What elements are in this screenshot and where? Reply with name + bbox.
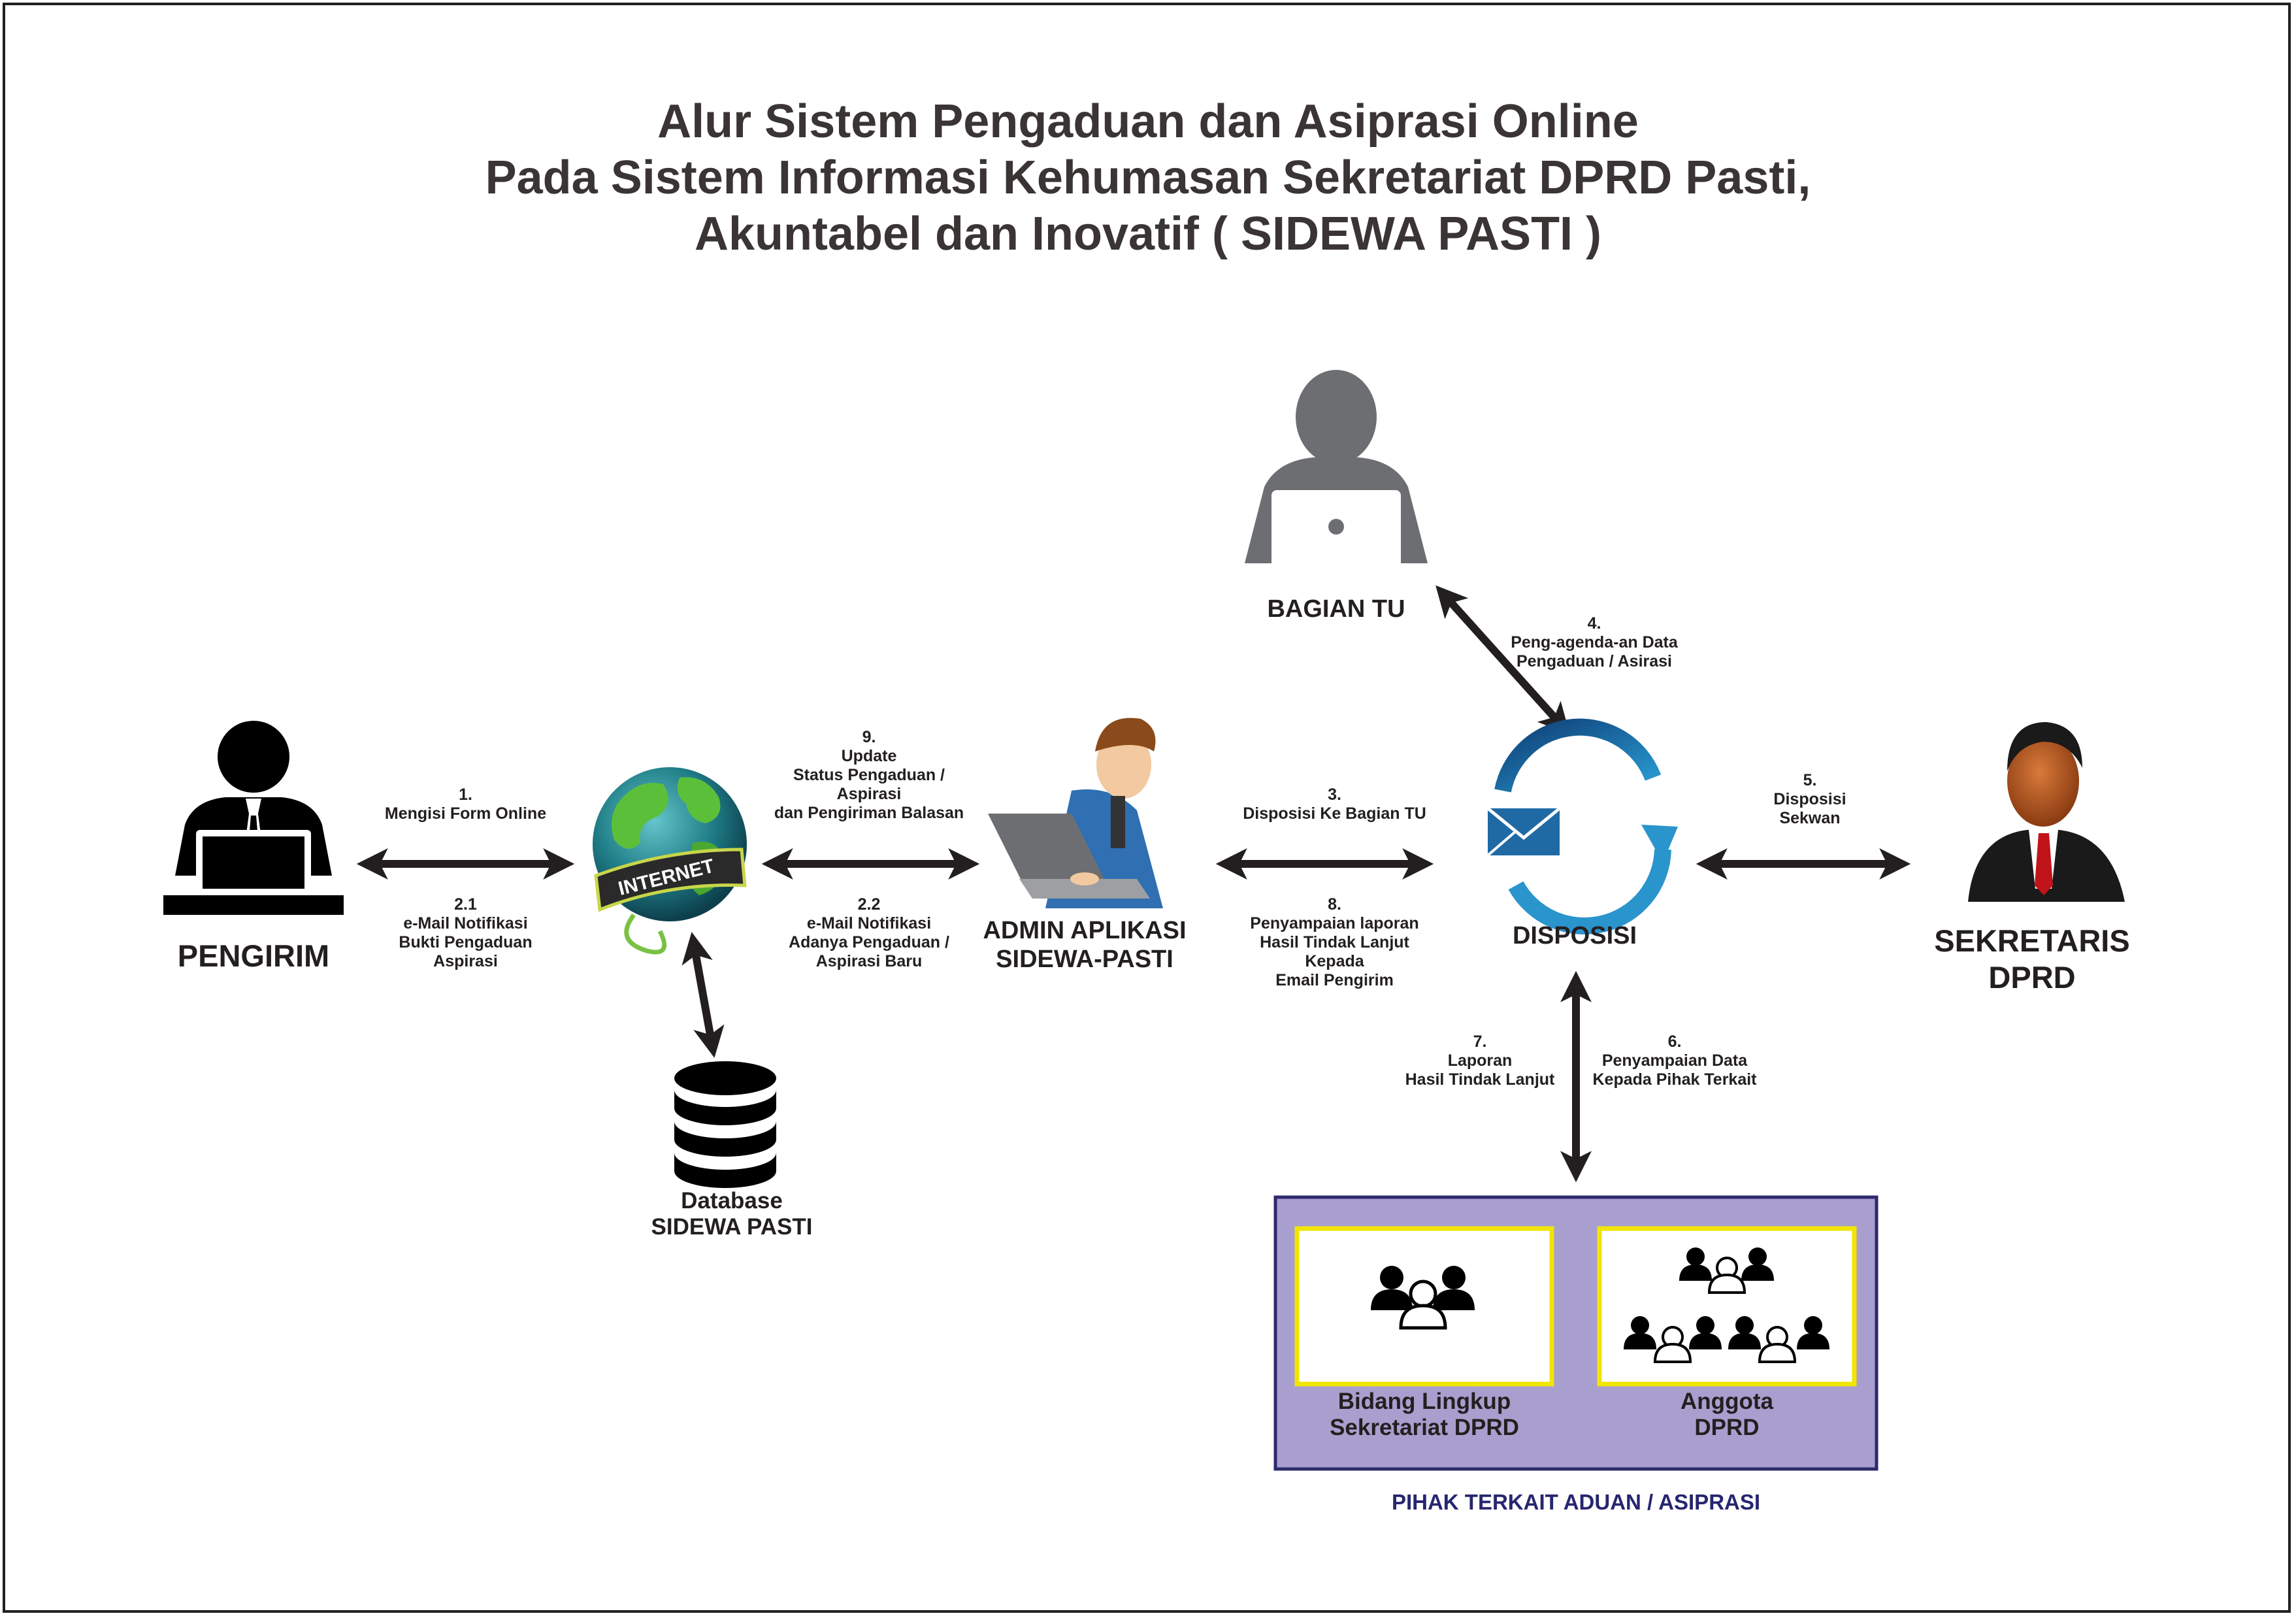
title-line-3: Akuntabel dan Inovatif ( SIDEWA PASTI ) [694, 208, 1602, 260]
step-2-1-line3: Aspirasi [433, 952, 498, 970]
step-6-label: 6. Penyampaian Data Kepada Pihak Terkait [1580, 1032, 1769, 1089]
step-5-line1: Disposisi [1773, 790, 1846, 808]
step-9-line4: dan Pengiriman Balasan [774, 804, 964, 822]
step-9-number: 9. [862, 728, 876, 746]
step-9-line2: Status Pengaduan / [793, 766, 945, 784]
step-1-text: Mengisi Form Online [384, 804, 547, 823]
step-3-text: Disposisi Ke Bagian TU [1243, 804, 1426, 823]
anggota-dprd-line1: Anggota [1681, 1389, 1773, 1414]
step-4-line2: Pengaduan / Asirasi [1516, 652, 1673, 670]
step-4-number: 4. [1587, 614, 1601, 633]
bidang-lingkup-label: Bidang Lingkup Sekretariat DPRD [1297, 1389, 1552, 1441]
admin-laptop-icon [988, 718, 1163, 908]
step-3-label: 3. Disposisi Ke Bagian TU [1209, 785, 1460, 823]
step-2-1-line2: Bukti Pengaduan [399, 933, 533, 951]
arrow-internet-database [681, 932, 725, 1058]
step-8-line3: Kepada [1305, 952, 1364, 970]
database-label: Database SIDEWA PASTI [601, 1188, 862, 1240]
step-2-2-label: 2.2 e-Mail Notifikasi Adanya Pengaduan /… [751, 895, 987, 971]
diagram-frame [3, 3, 2291, 1613]
step-2-1-number: 2.1 [454, 895, 477, 914]
step-2-2-number: 2.2 [857, 895, 881, 914]
database-label-line1: Database [681, 1188, 783, 1214]
group-icon [1371, 1266, 1475, 1330]
step-8-line2: Hasil Tindak Lanjut [1260, 933, 1409, 951]
step-1-number: 1. [459, 785, 472, 804]
step-9-line3: Aspirasi [836, 785, 902, 803]
step-8-number: 8. [1328, 895, 1341, 914]
step-1-label: 1. Mengisi Form Online [350, 785, 582, 823]
step-6-number: 6. [1667, 1032, 1682, 1051]
sekretaris-label-line2: DPRD [1988, 960, 2076, 995]
step-8-line4: Email Pengirim [1275, 971, 1394, 989]
arrow-bagiantu-disposisi [1435, 585, 1570, 735]
bagian-tu-label: BAGIAN TU [1267, 595, 1405, 623]
step-2-2-line1: e-Mail Notifikasi [806, 914, 932, 933]
mail-cycle-icon [1486, 718, 1678, 934]
anggota-dprd-label: Anggota DPRD [1599, 1389, 1854, 1441]
admin-label: ADMIN APLIKASI SIDEWA-PASTI [954, 916, 1215, 974]
step-8-label: 8. Penyampaian laporan Hasil Tindak Lanj… [1209, 895, 1460, 990]
globe-icon: INTERNET [593, 767, 747, 955]
step-7-line1: Laporan [1447, 1051, 1513, 1070]
title-line-2: Pada Sistem Informasi Kehumasan Sekretar… [485, 152, 1811, 204]
database-label-line2: SIDEWA PASTI [651, 1214, 813, 1240]
step-5-number: 5. [1803, 771, 1817, 789]
step-2-2-line3: Aspirasi Baru [815, 952, 923, 970]
database-icon [674, 1061, 776, 1188]
arrows [356, 585, 1911, 1183]
admin-label-line1: ADMIN APLIKASI [983, 917, 1187, 944]
disposisi-label: DISPOSISI [1512, 922, 1637, 949]
step-9-line1: Update [841, 747, 897, 765]
user-laptop-icon [1245, 370, 1428, 567]
bidang-lingkup-line1: Bidang Lingkup [1337, 1389, 1511, 1414]
presenter-icon [163, 721, 344, 915]
step-6-line2: Kepada Pihak Terkait [1592, 1070, 1757, 1089]
step-7-number: 7. [1473, 1032, 1487, 1051]
step-2-1-line1: e-Mail Notifikasi [403, 914, 528, 933]
pihak-panel [1273, 1195, 1878, 1471]
pengirim-label: PENGIRIM [177, 938, 330, 973]
crowd-icon [1624, 1247, 1829, 1363]
step-9-label: 9. Update Status Pengaduan / Aspirasi da… [751, 728, 987, 823]
sekretaris-label-line1: SEKRETARIS [1934, 923, 2130, 958]
admin-label-line2: SIDEWA-PASTI [996, 946, 1173, 973]
pihak-caption: PIHAK TERKAIT ADUAN / ASIPRASI [1391, 1490, 1761, 1514]
step-5-label: 5. Disposisi Sekwan [1712, 771, 1908, 828]
step-4-label: 4. Peng-agenda-an Data Pengaduan / Asira… [1483, 614, 1705, 671]
step-4-line1: Peng-agenda-an Data [1511, 633, 1678, 652]
sekretaris-label: SEKRETARIS DPRD [1898, 923, 2166, 996]
step-8-line1: Penyampaian laporan [1250, 914, 1419, 933]
step-7-label: 7. Laporan Hasil Tindak Lanjut [1385, 1032, 1575, 1089]
step-7-line2: Hasil Tindak Lanjut [1405, 1070, 1555, 1089]
step-2-1-label: 2.1 e-Mail Notifikasi Bukti Pengaduan As… [350, 895, 582, 971]
step-5-line2: Sekwan [1779, 809, 1841, 827]
step-2-2-line2: Adanya Pengaduan / [789, 933, 949, 951]
bidang-lingkup-line2: Sekretariat DPRD [1330, 1415, 1519, 1440]
step-6-line1: Penyampaian Data [1601, 1051, 1748, 1070]
title-line-1: Alur Sistem Pengaduan dan Asiprasi Onlin… [657, 95, 1639, 148]
step-3-number: 3. [1328, 785, 1341, 804]
businessman-icon [1968, 722, 2125, 902]
anggota-dprd-line2: DPRD [1694, 1415, 1760, 1440]
